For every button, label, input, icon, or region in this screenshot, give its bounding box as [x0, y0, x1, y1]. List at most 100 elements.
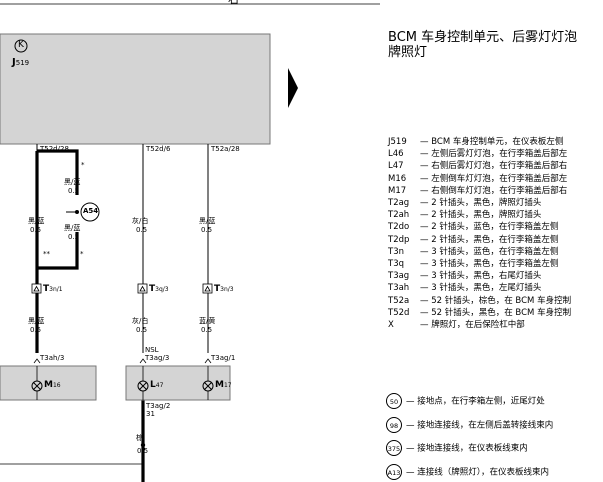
legend-circle-row: 375 — 接地连接线，在仪表板线束内: [386, 440, 528, 456]
legend-code: T52a: [388, 295, 410, 306]
legend-code: T3ag: [388, 271, 410, 282]
bcm-module-box: [0, 33, 271, 145]
legend-text: 连接线（牌照灯），在仪表板线束内: [417, 467, 549, 477]
legend-text: 2 针插头，蓝色，在行李箱盖左侧: [431, 222, 559, 233]
legend-dash: —: [420, 259, 432, 269]
legend-text: 接地点，在行李箱左侧，近尾灯处: [417, 396, 545, 407]
legend-text: 牌照灯，在后保险杠中部: [431, 320, 525, 330]
legend-dash: —: [420, 198, 432, 208]
legend-dash: —: [420, 149, 432, 160]
legend-text: 3 针插头，黑色，在行李箱盖左侧: [431, 259, 559, 269]
legend-row: T2do— 2 针插头，蓝色，在行李箱盖左侧: [388, 221, 558, 233]
legend-text: 2 针插头，黑色，在行李箱盖左侧: [431, 234, 559, 245]
w3-color-mid: 蓝/黄: [199, 317, 216, 325]
w1-double-star: **: [43, 250, 50, 258]
title-line-1: BCM 车身控制单元、后雾灯灯泡: [388, 30, 578, 45]
junction-a54-icon: [80, 202, 100, 222]
legend-row: J519 — BCM 车身控制单元，在仪表板左侧: [388, 136, 563, 148]
legend-dash: —: [420, 320, 432, 330]
legend-dash: —: [420, 234, 432, 245]
legend-dash: —: [406, 443, 418, 454]
legend-code: T3q: [388, 259, 404, 269]
w1-size-mid: 0.5: [30, 326, 42, 334]
w3-plug-icon: [202, 283, 213, 294]
w1-color-top: 黑/蓝: [28, 217, 45, 225]
w2-lamp-pin: T3ag/3: [145, 354, 170, 362]
legend-row: M16— 左侧倒车灯灯泡，在行李箱盖后部左: [388, 173, 567, 185]
legend-dash: —: [420, 161, 432, 172]
legend-code: X: [388, 320, 394, 330]
w1-plug-label: T3n/1: [43, 284, 63, 294]
legend-circle-row: A13 — 连接线（牌照灯），在仪表板线束内: [386, 463, 549, 480]
legend-row: T2ag— 2 针插头，黑色，牌照灯插头: [388, 197, 541, 209]
legend-dash: —: [420, 271, 432, 282]
w2-connector-label: T52d/6: [146, 145, 171, 153]
legend-code: T2dp: [388, 234, 410, 245]
legend-circle-code: 98: [386, 416, 402, 433]
legend-row: T3q — 3 针插头，黑色，在行李箱盖左侧: [388, 258, 558, 270]
legend-text: 52 针插头，棕色，在 BCM 车身控制: [431, 295, 572, 306]
legend-text: 接地连接线，在左侧后盖转接线束内: [417, 420, 554, 430]
w1-color-mid: 黑/蓝: [28, 317, 45, 325]
w2-nsl-label: NSL: [145, 346, 159, 354]
legend-text: 52 针插头，黑色，在 BCM 车身控制: [431, 307, 572, 318]
legend-dash: —: [406, 467, 418, 477]
legend-circle-code: A13: [386, 463, 402, 480]
legend-text: 左侧后雾灯灯泡，在行李箱盖后部左: [431, 149, 568, 160]
legend-text: 3 针插头，蓝色，在行李箱盖左侧: [431, 246, 559, 257]
w1-star-upper: *: [81, 161, 85, 169]
w1-junction-dot: [75, 210, 79, 214]
legend-code: T2ag: [388, 198, 410, 208]
legend-circle-code: 50: [386, 393, 402, 409]
legend-row: L47— 右侧后雾灯灯泡，在行李箱盖后部右: [388, 160, 567, 172]
w3-color-top: 黑/蓝: [199, 217, 216, 225]
legend-code: M16: [388, 173, 407, 184]
legend-row: T52a — 52 针插头，棕色，在 BCM 车身控制: [388, 295, 571, 307]
w3-size-top: 0.5: [201, 226, 213, 234]
w2-ground-size: 0.5: [137, 447, 149, 455]
legend-row: T52d — 52 针插头，黑色，在 BCM 车身控制: [388, 307, 571, 319]
legend-circle-code: 375: [386, 440, 402, 456]
legend-row: X — 牌照灯，在后保险杠中部: [388, 319, 525, 331]
w1-connector-label: T52d/28: [40, 145, 69, 153]
legend-row: T3ag — 3 针插头，黑色，右尾灯插头: [388, 270, 541, 282]
legend-text: 接地连接线，在仪表板线束内: [417, 443, 528, 454]
lamp-box-m16: [0, 365, 97, 401]
legend-dash: —: [420, 246, 432, 257]
legend-row: T2dp — 2 针插头，黑色，在行李箱盖左侧: [388, 234, 558, 246]
ground-k-icon: [14, 39, 28, 53]
w3-plug-label: T3n/3: [214, 284, 234, 294]
legend-row: L46 — 左侧后雾灯灯泡，在行李箱盖后部左: [388, 148, 567, 160]
legend-circle-row: 98— 接地连接线，在左侧后盖转接线束内: [386, 416, 554, 433]
w2-plug-label: T3q/3: [149, 284, 169, 294]
legend-text: 3 针插头，黑色，左尾灯插头: [431, 283, 542, 294]
page-header: 右: [228, 0, 239, 5]
legend-code: T52d: [388, 307, 410, 318]
legend-text: 3 针插头，黑色，右尾灯插头: [431, 271, 542, 282]
w1-star-lower: *: [80, 250, 84, 258]
legend-circle-row: 50 — 接地点，在行李箱左侧，近尾灯处: [386, 393, 545, 409]
w3-lamp-pin: T3ag/1: [211, 354, 236, 362]
legend-code: L47: [388, 161, 404, 172]
l47-label: L47: [150, 380, 164, 390]
legend-dash: —: [420, 307, 432, 318]
legend-row: M17— 右侧倒车灯灯泡，在行李箱盖后部右: [388, 185, 567, 197]
legend-dash: —: [420, 137, 432, 147]
legend-code: J519: [388, 137, 407, 147]
w2-size-mid: 0.5: [136, 326, 148, 334]
w1-branch-size: 0.5: [68, 187, 80, 195]
w3-connector-label: T52a/28: [211, 145, 240, 153]
w2-color-mid: 灰/白: [132, 317, 149, 325]
legend-code: L46: [388, 149, 404, 160]
legend-code: T3n: [388, 246, 404, 257]
legend-text: BCM 车身控制单元，在仪表板左侧: [431, 137, 564, 147]
legend-row: T3ah— 3 针插头，黑色，左尾灯插头: [388, 282, 541, 294]
w1-branch-color2: 黑/蓝: [64, 224, 81, 232]
legend-dash: —: [406, 396, 418, 407]
legend-row: T2ah— 2 针插头，黑色，牌照灯插头: [388, 209, 541, 221]
legend-dash: —: [420, 295, 432, 306]
w1-branch-color: 黑/蓝: [64, 178, 81, 186]
w2-ground-pin: T3ag/2: [146, 402, 171, 410]
legend-dash: —: [420, 173, 432, 184]
legend-row: T3n — 3 针插头，蓝色，在行李箱盖左侧: [388, 246, 558, 258]
